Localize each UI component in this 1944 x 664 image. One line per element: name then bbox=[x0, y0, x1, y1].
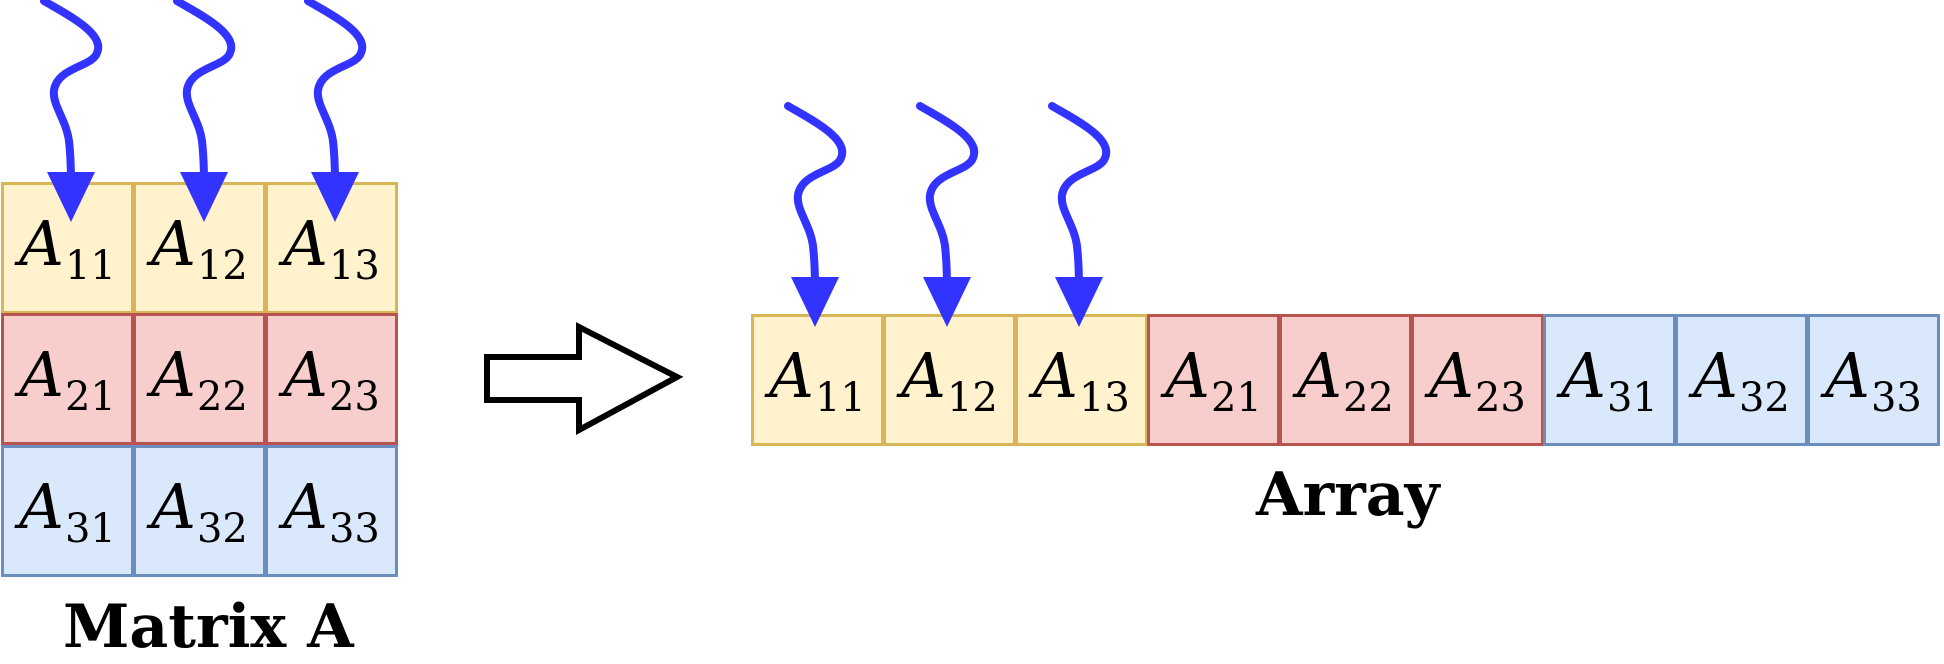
pointer-arrow-icon bbox=[920, 106, 974, 327]
cell-subscript: 13 bbox=[1078, 375, 1130, 421]
array-caption: Array bbox=[1256, 460, 1440, 530]
cell-subscript: 33 bbox=[328, 506, 380, 552]
array-cell-a13: A13 bbox=[1015, 314, 1148, 446]
cell-variable: A bbox=[19, 338, 64, 411]
cell-variable: A bbox=[1693, 339, 1738, 412]
matrix-cell-a23: A23 bbox=[265, 313, 398, 445]
cell-subscript: 11 bbox=[814, 375, 866, 421]
cell-subscript: 12 bbox=[196, 243, 248, 289]
cell-subscript: 23 bbox=[328, 374, 380, 420]
cell-variable: A bbox=[19, 470, 64, 543]
matrix-cell-a32: A32 bbox=[133, 445, 266, 577]
matrix-cell-a31: A31 bbox=[1, 445, 134, 577]
cell-subscript: 23 bbox=[1474, 375, 1526, 421]
array-cell-a23: A23 bbox=[1411, 314, 1544, 446]
matrix-cell-a22: A22 bbox=[133, 313, 266, 445]
cell-variable: A bbox=[283, 338, 328, 411]
cell-variable: A bbox=[1165, 339, 1210, 412]
matrix-cell-a21: A21 bbox=[1, 313, 134, 445]
transform-arrow-icon bbox=[484, 322, 684, 436]
cell-variable: A bbox=[901, 339, 946, 412]
cell-subscript: 21 bbox=[1210, 375, 1262, 421]
cell-variable: A bbox=[1297, 339, 1342, 412]
pointer-arrow-icon bbox=[788, 106, 842, 327]
cell-subscript: 31 bbox=[64, 506, 116, 552]
pointer-arrow-icon bbox=[177, 1, 231, 222]
cell-subscript: 13 bbox=[328, 243, 380, 289]
cell-variable: A bbox=[769, 339, 814, 412]
cell-variable: A bbox=[19, 207, 64, 280]
cell-variable: A bbox=[1033, 339, 1078, 412]
array-cell-a33: A33 bbox=[1807, 314, 1940, 446]
cell-subscript: 11 bbox=[64, 243, 116, 289]
cell-variable: A bbox=[1825, 339, 1870, 412]
array-cell-a21: A21 bbox=[1147, 314, 1280, 446]
array-cell-a22: A22 bbox=[1279, 314, 1412, 446]
array-cell-a11: A11 bbox=[751, 314, 884, 446]
array-cell-a31: A31 bbox=[1543, 314, 1676, 446]
cell-subscript: 21 bbox=[64, 374, 116, 420]
matrix-caption: Matrix A bbox=[63, 592, 354, 662]
cell-subscript: 32 bbox=[196, 506, 248, 552]
cell-variable: A bbox=[1561, 339, 1606, 412]
cell-variable: A bbox=[151, 338, 196, 411]
cell-subscript: 31 bbox=[1606, 375, 1658, 421]
cell-subscript: 22 bbox=[1342, 375, 1394, 421]
pointer-arrow-icon bbox=[44, 1, 98, 222]
cell-variable: A bbox=[151, 207, 196, 280]
pointer-arrow-icon bbox=[308, 1, 362, 222]
cell-variable: A bbox=[1429, 339, 1474, 412]
array-cell-a32: A32 bbox=[1675, 314, 1808, 446]
cell-subscript: 32 bbox=[1738, 375, 1790, 421]
cell-variable: A bbox=[151, 470, 196, 543]
matrix-cell-a33: A33 bbox=[265, 445, 398, 577]
cell-subscript: 33 bbox=[1870, 375, 1922, 421]
pointer-arrow-icon bbox=[1052, 106, 1106, 327]
cell-variable: A bbox=[283, 207, 328, 280]
cell-subscript: 12 bbox=[946, 375, 998, 421]
cell-variable: A bbox=[283, 470, 328, 543]
cell-subscript: 22 bbox=[196, 374, 248, 420]
